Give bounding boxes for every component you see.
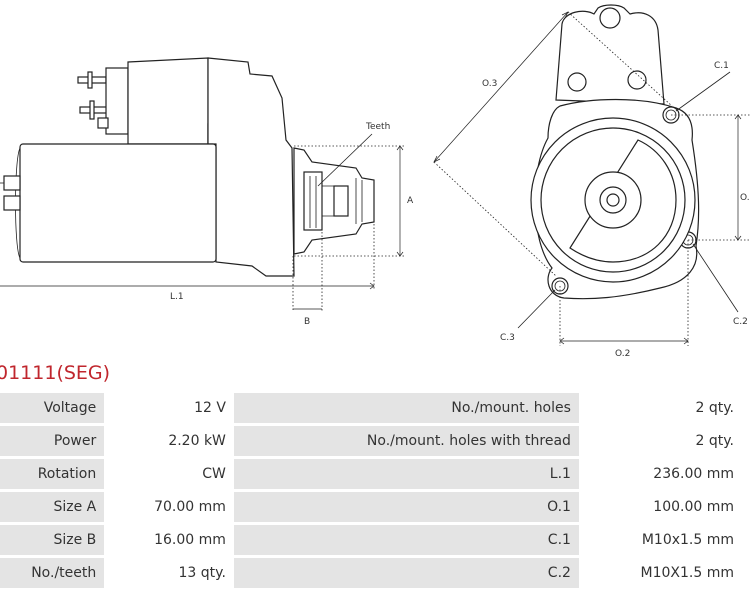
- spec-label: No./teeth: [0, 558, 105, 588]
- label-o1: O.1: [740, 193, 750, 203]
- spec-label: C.1: [233, 525, 579, 555]
- label-c1: C.1: [714, 61, 729, 71]
- spec-value: 2.20 kW: [104, 426, 234, 456]
- spec-label: O.1: [233, 492, 579, 522]
- spec-value: M10X1.5 mm: [578, 558, 742, 588]
- product-title: 01111(SEG): [0, 362, 111, 384]
- spec-value: 100.00 mm: [578, 492, 742, 522]
- label-c2: C.2: [733, 317, 748, 327]
- spec-value: 16.00 mm: [104, 525, 234, 555]
- spec-label: Size B: [0, 525, 105, 555]
- table-row: Power 2.20 kW No./mount. holes with thre…: [0, 426, 742, 456]
- label-c3: C.3: [500, 333, 515, 343]
- label-b: B: [304, 317, 310, 327]
- spec-value: 13 qty.: [104, 558, 234, 588]
- spec-value: 70.00 mm: [104, 492, 234, 522]
- technical-drawing: Teeth A L.1 B: [0, 4, 750, 359]
- spec-label: Size A: [0, 492, 105, 522]
- spec-value: CW: [104, 459, 234, 489]
- spec-label: Voltage: [0, 393, 105, 423]
- table-row: Voltage 12 V No./mount. holes 2 qty.: [0, 393, 742, 423]
- specs-table: Voltage 12 V No./mount. holes 2 qty. Pow…: [0, 390, 742, 591]
- spec-value: 2 qty.: [578, 393, 742, 423]
- label-a: A: [407, 196, 414, 206]
- table-row: No./teeth 13 qty. C.2 M10X1.5 mm: [0, 558, 742, 588]
- spec-label: Power: [0, 426, 105, 456]
- spec-label: C.2: [233, 558, 579, 588]
- spec-value: 236.00 mm: [578, 459, 742, 489]
- label-o3: O.3: [482, 79, 497, 89]
- label-teeth: Teeth: [365, 122, 390, 132]
- label-o2: O.2: [615, 349, 630, 359]
- label-l1: L.1: [170, 292, 184, 302]
- spec-value: 2 qty.: [578, 426, 742, 456]
- table-row: Size B 16.00 mm C.1 M10x1.5 mm: [0, 525, 742, 555]
- front-view-drawing: [433, 4, 750, 346]
- spec-label: No./mount. holes: [233, 393, 579, 423]
- side-view-drawing: [0, 57, 404, 312]
- table-row: Rotation CW L.1 236.00 mm: [0, 459, 742, 489]
- spec-value: 12 V: [104, 393, 234, 423]
- spec-value: M10x1.5 mm: [578, 525, 742, 555]
- spec-label: L.1: [233, 459, 579, 489]
- spec-label: Rotation: [0, 459, 105, 489]
- table-row: Size A 70.00 mm O.1 100.00 mm: [0, 492, 742, 522]
- spec-label: No./mount. holes with thread: [233, 426, 579, 456]
